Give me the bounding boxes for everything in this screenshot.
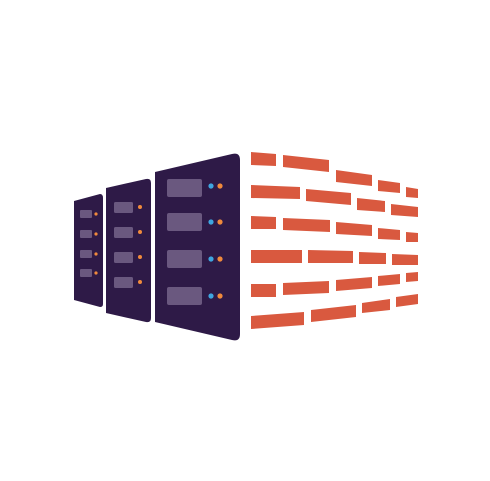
brick (362, 299, 390, 313)
led-indicator (217, 293, 223, 299)
led-indicator (138, 255, 142, 259)
server-rack-medium (106, 178, 151, 323)
brick (391, 204, 418, 217)
brick (251, 250, 302, 263)
drive-bay (167, 287, 202, 305)
led-indicator (138, 230, 142, 234)
brick (336, 222, 372, 236)
brick (283, 281, 329, 295)
drive-bay (167, 250, 202, 268)
led-indicator (217, 256, 223, 262)
led-indicator (94, 271, 98, 275)
brick (251, 185, 300, 199)
drive-bay (80, 269, 92, 277)
brick (378, 228, 400, 240)
brick (306, 189, 351, 205)
brick (251, 216, 276, 229)
led-indicator (217, 219, 223, 225)
brick (359, 252, 386, 264)
brick (311, 305, 356, 322)
led-indicator (208, 219, 214, 225)
brick (336, 277, 372, 291)
brick (251, 284, 276, 297)
led-indicator (94, 212, 98, 216)
drive-bay (167, 179, 202, 197)
drive-bay (80, 250, 92, 258)
led-indicator (94, 232, 98, 236)
brick (336, 170, 372, 186)
drive-bay (114, 277, 133, 288)
led-indicator (208, 256, 214, 262)
brick (406, 232, 418, 242)
brick (392, 254, 418, 265)
brick (406, 272, 418, 282)
brick (406, 187, 418, 198)
brick (357, 198, 385, 212)
server-rack-small (74, 194, 103, 307)
drive-bay (114, 227, 133, 238)
brick-wall (251, 152, 418, 329)
brick (308, 250, 353, 263)
drive-bay (114, 252, 133, 263)
led-indicator (217, 183, 223, 189)
drive-bay (80, 210, 92, 218)
brick (396, 294, 418, 307)
led-indicator (138, 205, 142, 209)
brick (378, 274, 400, 286)
led-indicator (208, 183, 214, 189)
brick (251, 152, 276, 166)
brick (378, 180, 400, 193)
led-indicator (94, 252, 98, 256)
led-indicator (138, 280, 142, 284)
drive-bay (80, 230, 92, 238)
server-rack-medium-body (106, 178, 151, 323)
brick (251, 312, 304, 329)
brick (283, 218, 330, 232)
server-rack-large (155, 153, 240, 341)
drive-bay (114, 202, 133, 213)
led-indicator (208, 293, 214, 299)
brick (283, 155, 329, 172)
drive-bay (167, 213, 202, 231)
